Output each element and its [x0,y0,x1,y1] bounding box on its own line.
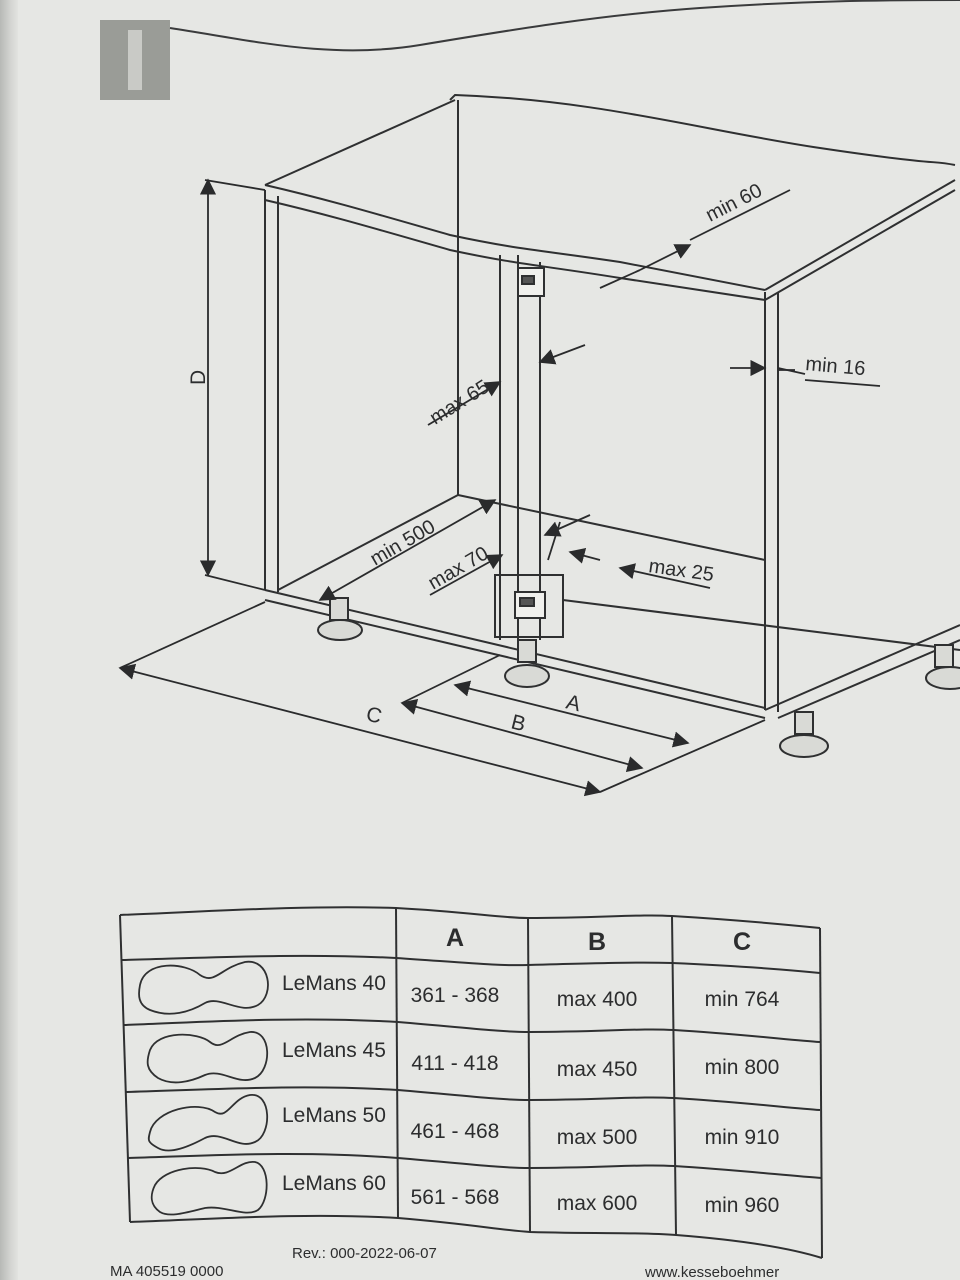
dimension-lines [118,178,881,797]
header-wave [169,0,960,52]
table-cell-a: 361 - 368 [411,984,500,1007]
table-cell-c: min 910 [705,1126,780,1149]
dim-min-60: min 60 [702,180,765,227]
table-model-cell: LeMans 60 [282,1172,386,1195]
doc-number: MA 405519 0000 [110,1263,223,1280]
dim-label-d: D [187,370,210,385]
table-cell-a: 461 - 468 [411,1120,500,1143]
table-header-a: A [446,924,464,952]
table-cell-b: max 450 [557,1058,638,1081]
table-header-b: B [588,928,606,956]
table-cell-c: min 764 [705,988,780,1011]
table-cell-a: 411 - 418 [411,1052,498,1075]
table-model-cell: LeMans 40 [282,972,386,995]
dim-max-70: max 70 [425,542,493,594]
table-cell-a: 561 - 568 [411,1186,500,1209]
table-cell-c: min 800 [705,1056,780,1079]
dim-min-16: min 16 [805,353,867,380]
dim-max-65: max 65 [426,376,493,429]
section-tab-icon [100,20,170,100]
table-header-c: C [733,928,751,956]
table-cell-b: max 600 [557,1192,638,1215]
lemans-shelf-icon [138,961,269,1216]
dimension-table-grid [119,906,823,1259]
table-cell-b: max 500 [557,1126,638,1149]
dim-label-a: A [564,691,583,717]
table-model-cell: LeMans 45 [282,1039,386,1062]
cabinet-outline [264,93,960,719]
dim-label-b: B [509,711,528,737]
table-model-cell: LeMans 50 [282,1104,386,1127]
website: www.kesseboehmer [644,1264,779,1280]
revision: Rev.: 000-2022-06-07 [292,1245,437,1262]
table-cell-b: max 400 [557,988,638,1011]
hinge-icon [514,267,546,619]
table-cell-c: min 960 [705,1194,780,1217]
page-edge [0,0,18,1280]
dim-max-25: max 25 [647,555,715,586]
dim-label-c: C [364,703,384,729]
